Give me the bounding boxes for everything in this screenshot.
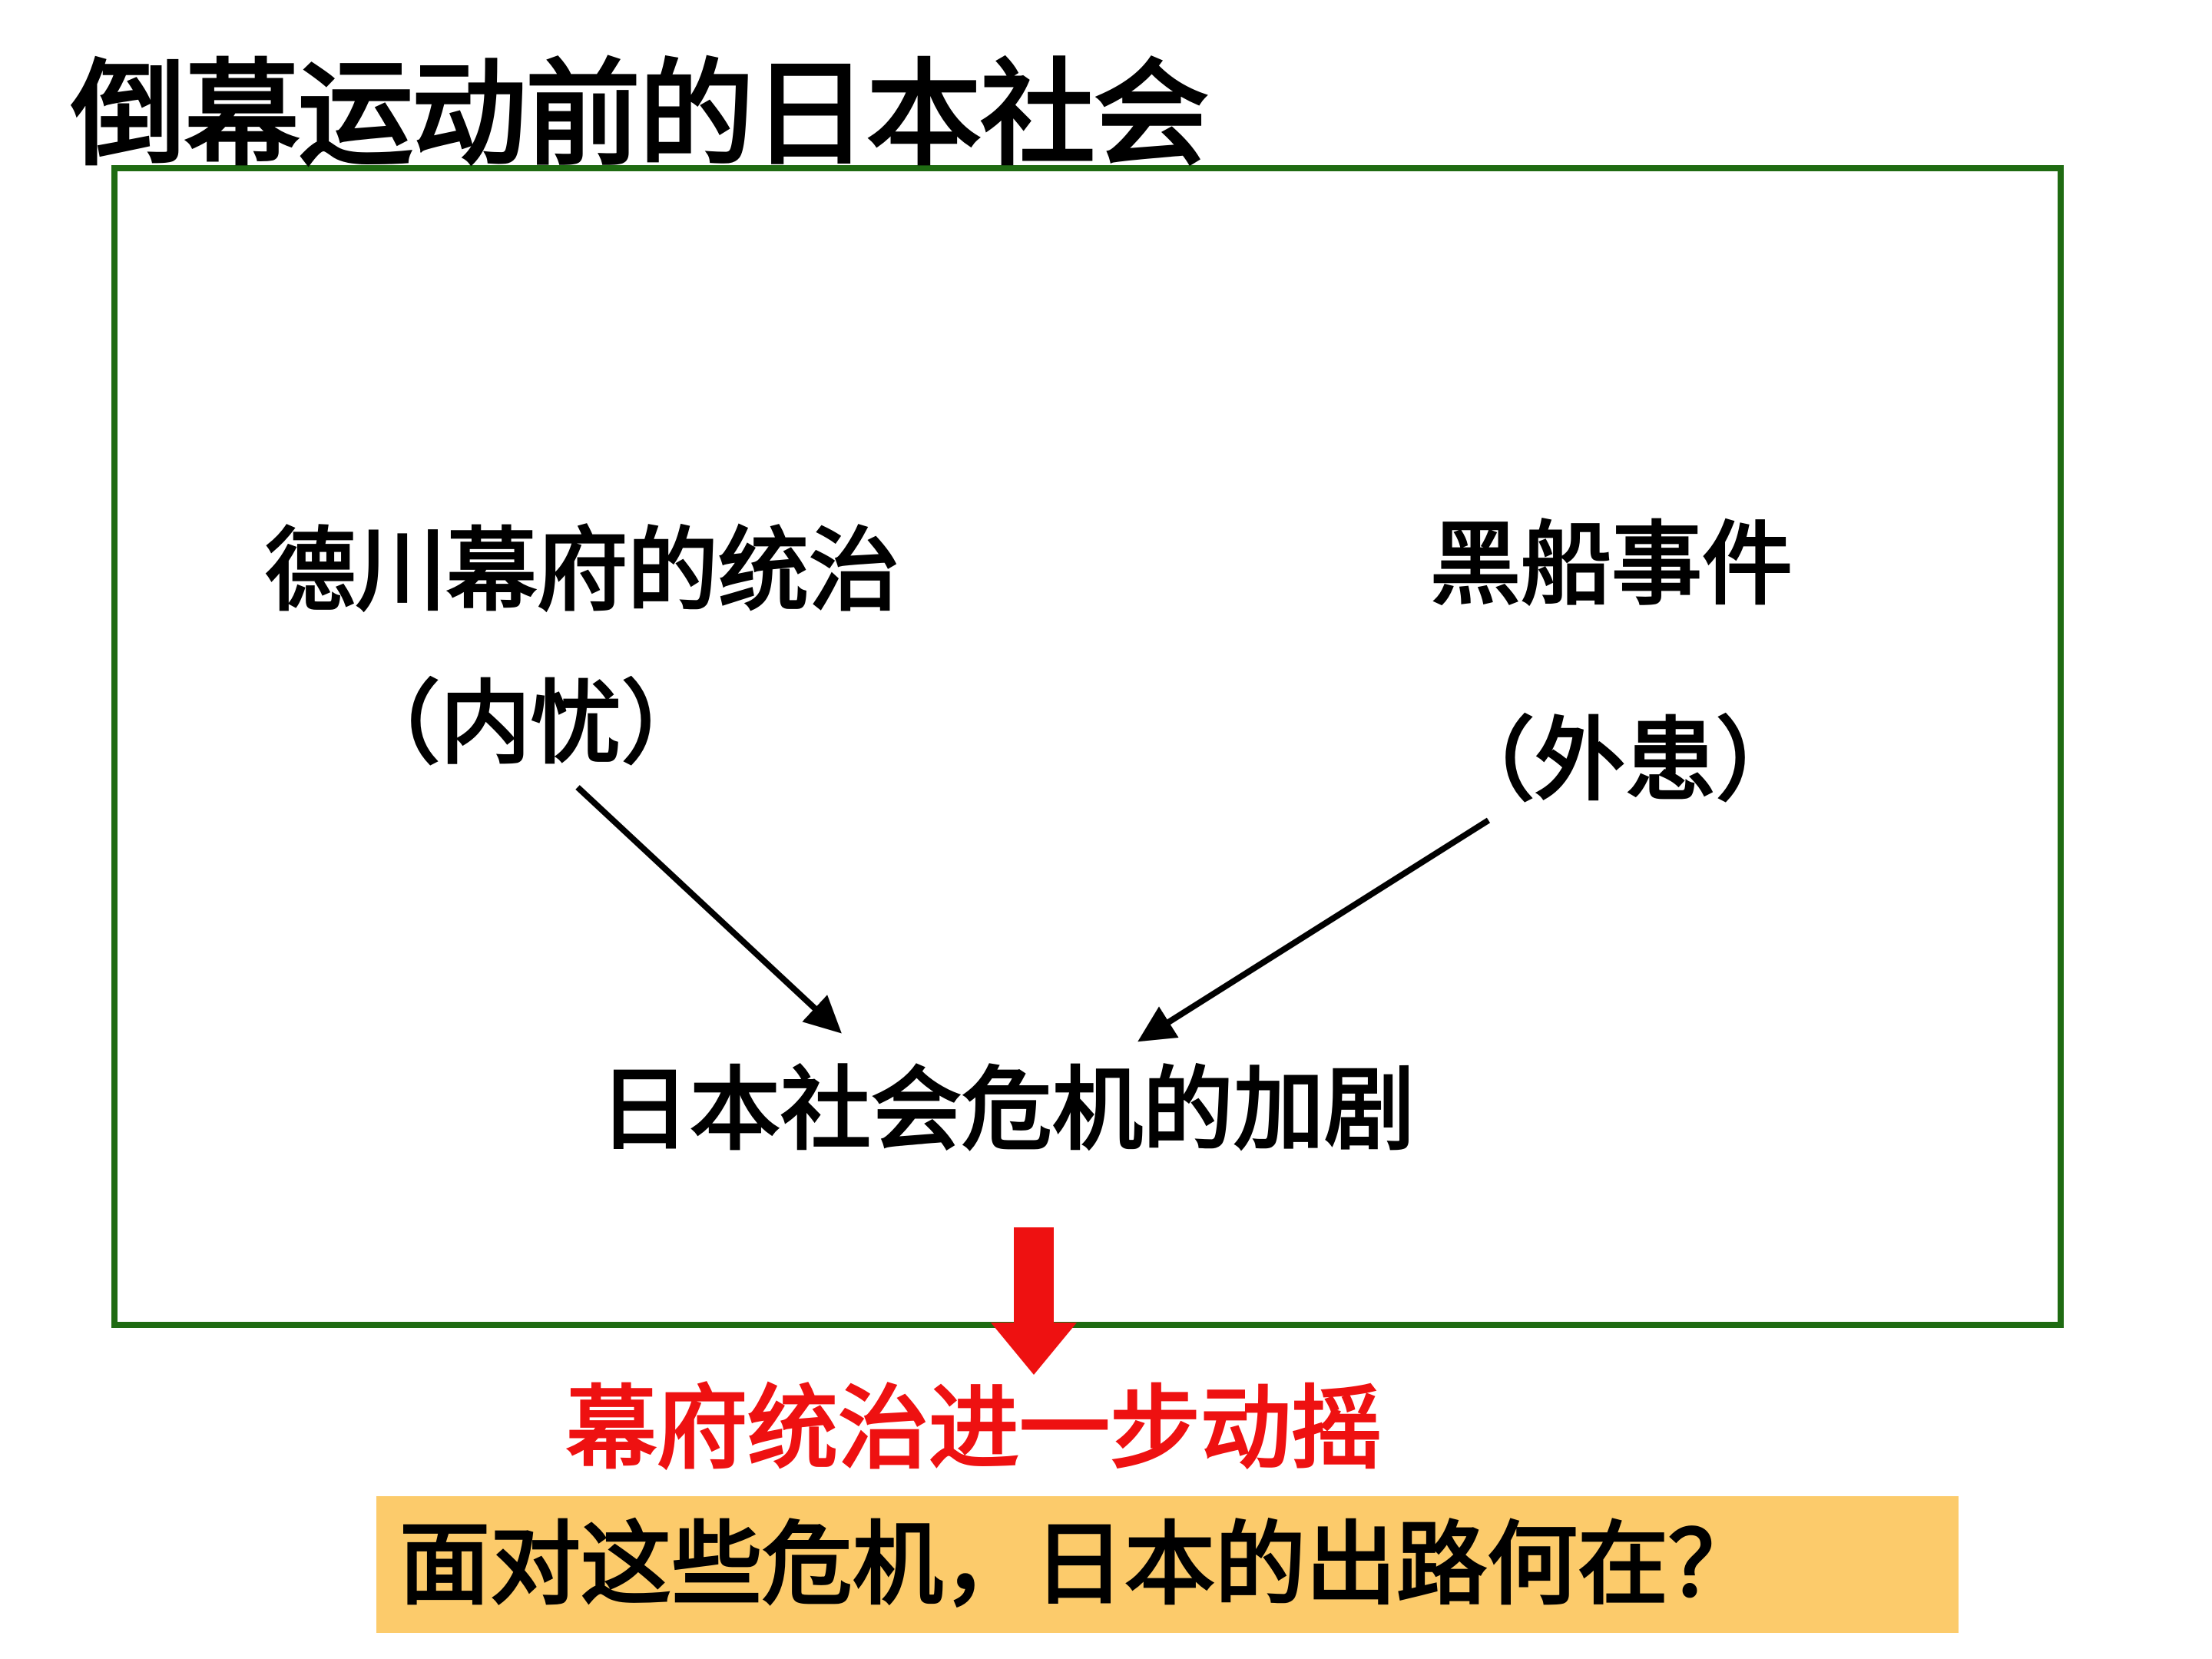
node-external-threat: （外患） xyxy=(1444,707,1807,813)
node-tokugawa-rule: 德川幕府的统治 xyxy=(265,518,900,624)
question-text: 面对这些危机，日本的出路何在？ xyxy=(399,1512,1760,1618)
node-social-crisis: 日本社会危机的加剧 xyxy=(599,1057,1416,1163)
question-banner: 面对这些危机，日本的出路何在？ xyxy=(376,1496,1959,1633)
result-statement: 幕府统治进一步动摇 xyxy=(566,1376,1382,1482)
page-title: 倒幕运动前的日本社会 xyxy=(71,48,1209,182)
node-internal-trouble: （内忧） xyxy=(349,671,713,777)
diagram-frame xyxy=(111,165,2064,1328)
node-black-ships-incident: 黑船事件 xyxy=(1430,512,1793,618)
